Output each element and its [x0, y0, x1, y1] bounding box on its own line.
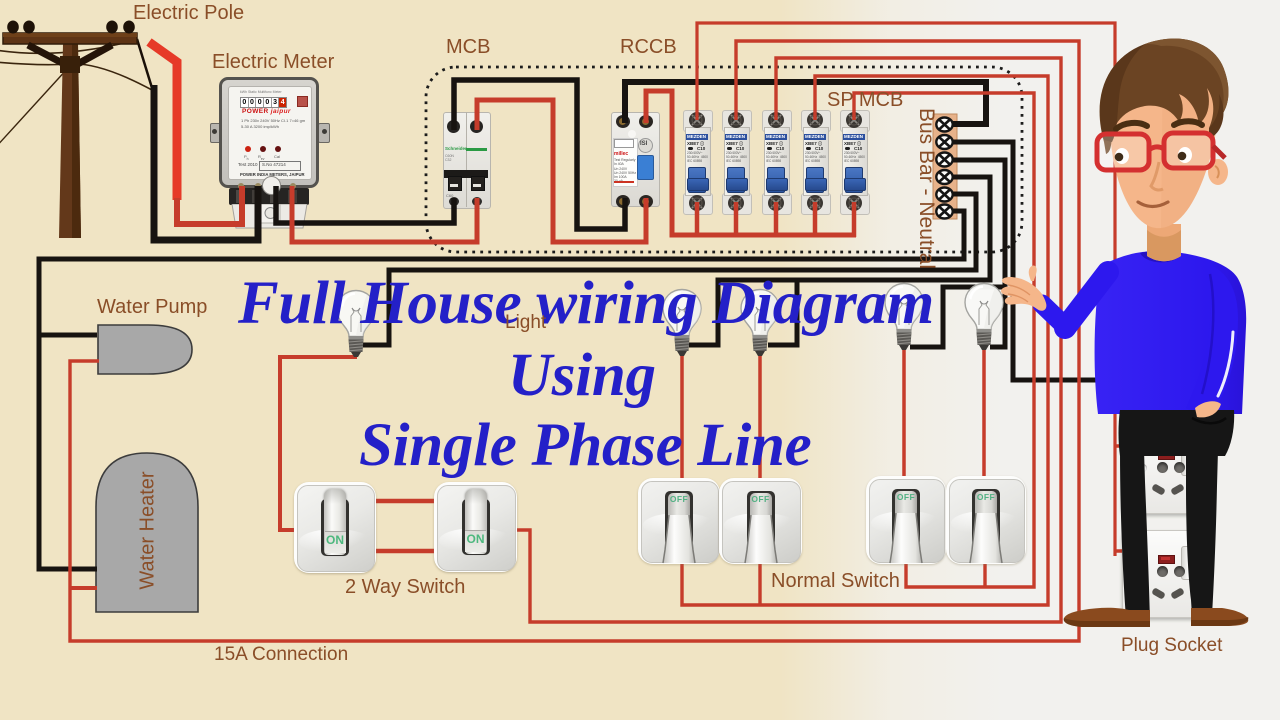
svg-text:Bus Bar - Neutral: Bus Bar - Neutral — [915, 108, 938, 269]
